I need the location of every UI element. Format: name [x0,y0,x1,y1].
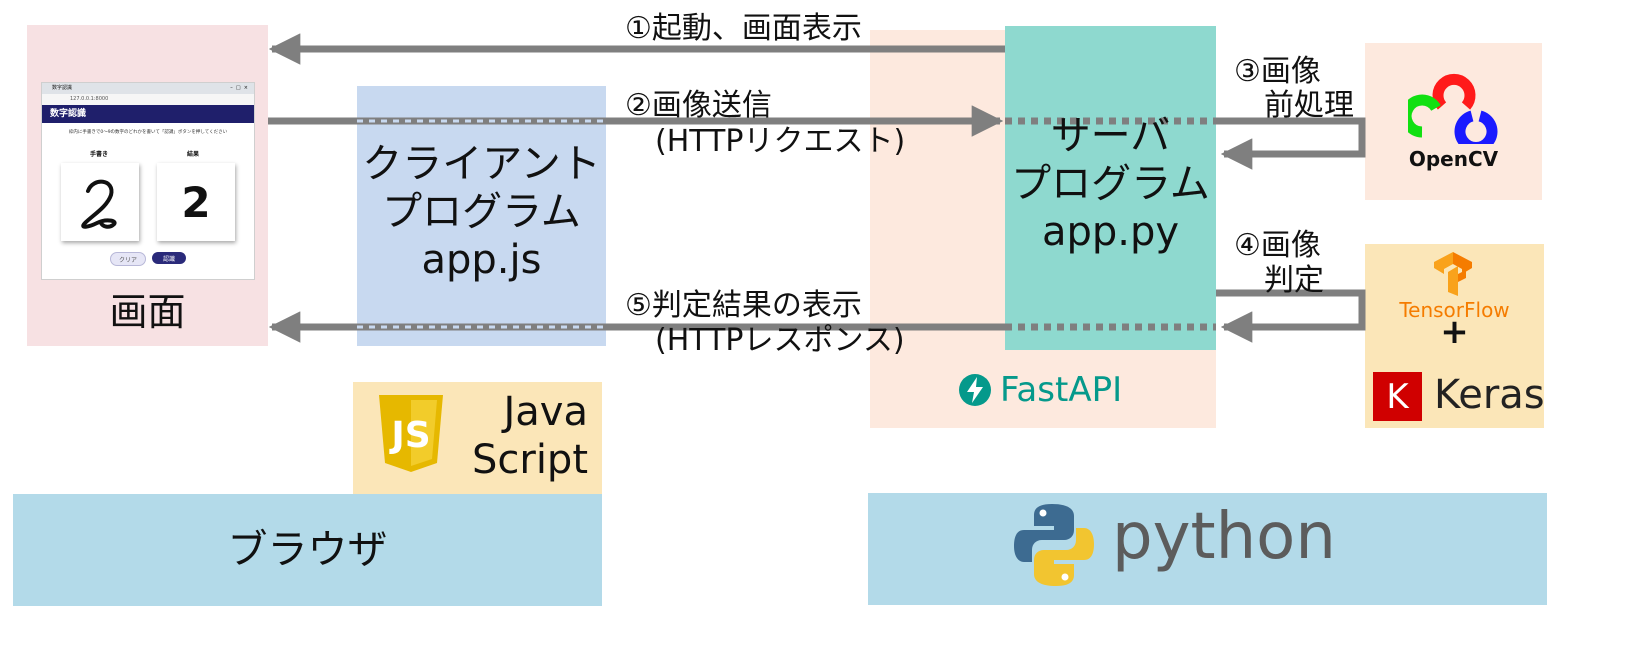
app-header: 数字認識 [42,105,254,123]
tensorflow-label: TensorFlow [1399,298,1510,322]
browser-label: ブラウザ [227,527,388,573]
step1-label: ①起動、画面表示 [625,11,862,46]
javascript-shield-icon: JS [379,395,443,472]
col-right-label: 結果 [187,151,200,158]
keras-label: Keras [1434,372,1545,418]
client-program-text: クライアント プログラム app.js [357,140,606,284]
client-line3: app.js [421,237,542,283]
browser-tabbar: 数字認識 – □ × [42,83,254,94]
url-field[interactable]: 127.0.0.1:8000 [70,96,109,102]
server-program-text: サーバ プログラム app.py [1005,112,1216,256]
browser-window-mock: 数字認識 – □ × 127.0.0.1:8000 数字認識 枠内に手書きで0～… [41,82,255,280]
instruction-text: 枠内に手書きで0～9の数字のどれかを書いて「認識」ボタンを押してください [68,130,228,135]
browser-tab-title[interactable]: 数字認識 [52,85,73,91]
handwritten-digit-drawing [81,179,117,229]
js-badge-text: JS [388,415,430,456]
server-line1: サーバ [1050,113,1171,159]
browser-platform-box: ブラウザ [13,494,602,606]
server-line2: プログラム [1011,161,1210,207]
arrow-preprocess [1216,117,1366,170]
fastapi-label: FastAPI [1000,370,1123,410]
plus-sign: + [1440,312,1469,352]
client-line2: プログラム [382,189,581,235]
step5-sub-label: (HTTPレスポンス) [655,323,905,358]
app-title: 数字認識 [50,109,87,119]
col-left-label: 手書き [90,151,109,158]
tensorflow-logo-icon [1434,252,1472,296]
step3-sub-label: 前処理 [1264,88,1354,123]
client-line1: クライアント [362,141,601,187]
opencv-logo-icon [1408,73,1498,144]
window-controls: – □ × [230,85,248,91]
javascript-line1: Java [503,389,589,435]
fastapi-logo: FastAPI [958,370,1122,410]
step5-label: ⑤判定結果の表示 [625,288,862,323]
opencv-box [1365,43,1542,200]
step2-sub-label: (HTTPリクエスト) [655,124,906,159]
screen-label: 画面 [109,290,186,334]
result-digit: 2 [181,177,211,227]
handwriting-canvas[interactable] [61,163,139,241]
keras-k: K [1386,376,1409,417]
step3-label: ③画像 [1234,54,1321,89]
client-program-box [357,86,606,346]
recognize-button[interactable]: 認識 [152,252,186,264]
keras-logo-icon: K [1373,372,1422,421]
step4-label: ④画像 [1234,228,1321,263]
result-display: 2 [157,163,235,241]
python-logo-icon [1014,504,1094,586]
opencv-label: OpenCV [1408,147,1499,171]
python-label: python [1112,500,1336,574]
arrow-predict [1216,289,1366,343]
server-line3: app.py [1041,209,1180,255]
clear-button[interactable]: クリア [110,252,146,266]
javascript-label: Java Script [450,388,588,484]
server-program-box [1005,26,1216,350]
step4-sub-label: 判定 [1264,263,1324,298]
javascript-line2: Script [471,437,588,483]
python-platform-box [868,493,1547,605]
browser-addressbar: 127.0.0.1:8000 [42,94,254,105]
step2-label: ②画像送信 [625,88,772,123]
fastapi-bolt-icon [959,374,991,406]
